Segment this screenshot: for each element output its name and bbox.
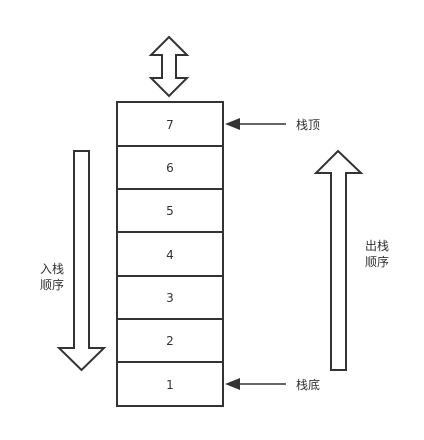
pop-order-label-line1: 出栈 bbox=[365, 238, 389, 253]
stack-column: 7 6 5 4 3 2 1 bbox=[116, 101, 224, 407]
stack-cell-label-6: 6 bbox=[166, 161, 174, 175]
double-arrow-icon bbox=[148, 35, 190, 98]
push-order-label-line1: 入栈 bbox=[40, 261, 64, 276]
stack-cell-label-5: 5 bbox=[166, 204, 174, 218]
push-order-label-line2: 顺序 bbox=[40, 277, 64, 292]
bottom-pointer-arrow-icon bbox=[225, 378, 240, 390]
stack-cell-label-3: 3 bbox=[166, 291, 174, 305]
pop-order-arrow-icon bbox=[313, 149, 364, 371]
stack-cell-7 bbox=[116, 101, 224, 147]
stack-cell-label-7: 7 bbox=[166, 118, 174, 132]
top-pointer-arrow-icon bbox=[225, 118, 240, 130]
stack-cell-label-4: 4 bbox=[166, 248, 174, 262]
stack-cell-2 bbox=[116, 318, 224, 363]
stack-cell-label-2: 2 bbox=[166, 334, 174, 348]
pop-order-label-line2: 顺序 bbox=[365, 254, 389, 269]
stack-bottom-label: 栈底 bbox=[296, 377, 320, 392]
stack-cell-1 bbox=[116, 361, 224, 407]
push-order-arrow-icon bbox=[56, 150, 107, 372]
stack-cell-label-1: 1 bbox=[166, 378, 174, 392]
stack-cell-6 bbox=[116, 145, 224, 190]
stack-cell-4 bbox=[116, 231, 224, 277]
stack-top-label: 栈顶 bbox=[296, 117, 320, 132]
